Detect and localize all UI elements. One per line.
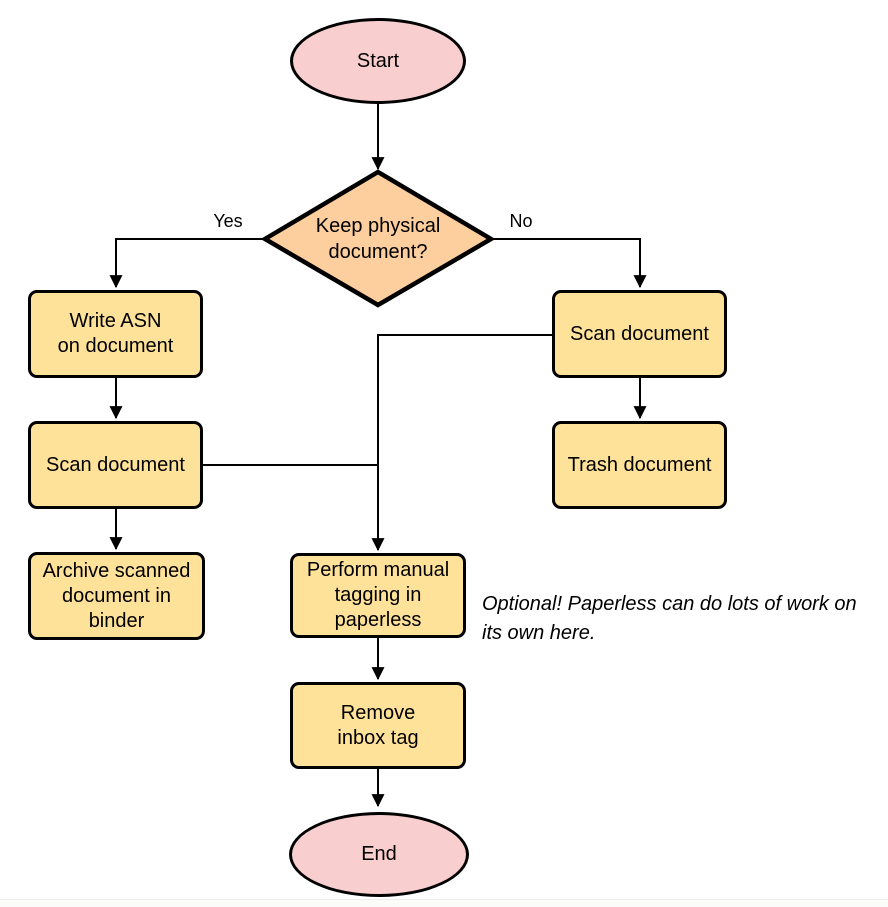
- process-trash-document: Trash document: [552, 421, 727, 509]
- process-scan-document-left-label: Scan document: [46, 453, 185, 476]
- process-write-asn-label: Write ASN on document: [57, 310, 174, 357]
- process-remove-inbox-tag-label: Remove inbox tag: [337, 701, 419, 749]
- process-write-asn: Write ASN on document: [28, 290, 203, 378]
- note-text: Optional! Paperless can do lots of work …: [482, 593, 857, 644]
- edge-decision-yes-to-write-asn: [109, 238, 265, 289]
- end-node: End: [289, 812, 469, 897]
- process-scan-document-left: Scan document: [28, 421, 203, 509]
- process-scan-document-right-label: Scan document: [570, 322, 709, 345]
- process-manual-tagging-label: Perform manual tagging in paperless: [306, 559, 450, 631]
- edge-scan-right-to-tagging: [371, 334, 552, 552]
- process-archive-document-label: Archive scanned document in binder: [42, 559, 191, 632]
- edge-decision-no-to-scan-right: [491, 238, 647, 289]
- start-node-label: Start: [356, 49, 400, 72]
- process-manual-tagging: Perform manual tagging in paperless: [290, 553, 466, 638]
- process-archive-document: Archive scanned document in binder: [28, 552, 205, 640]
- decision-node-label: Keep physical document?: [315, 215, 441, 263]
- page-bottom-strip: [0, 899, 888, 907]
- decision-node: Keep physical document?: [278, 201, 478, 277]
- edge-label-no: No: [509, 211, 533, 231]
- end-node-label: End: [361, 843, 397, 865]
- decision-diamond-shape: [260, 169, 496, 308]
- process-remove-inbox-tag: Remove inbox tag: [290, 682, 466, 769]
- edge-label-yes: Yes: [213, 211, 243, 231]
- process-trash-document-label: Trash document: [567, 453, 712, 476]
- process-scan-document-right: Scan document: [552, 290, 727, 378]
- start-node: Start: [290, 18, 466, 104]
